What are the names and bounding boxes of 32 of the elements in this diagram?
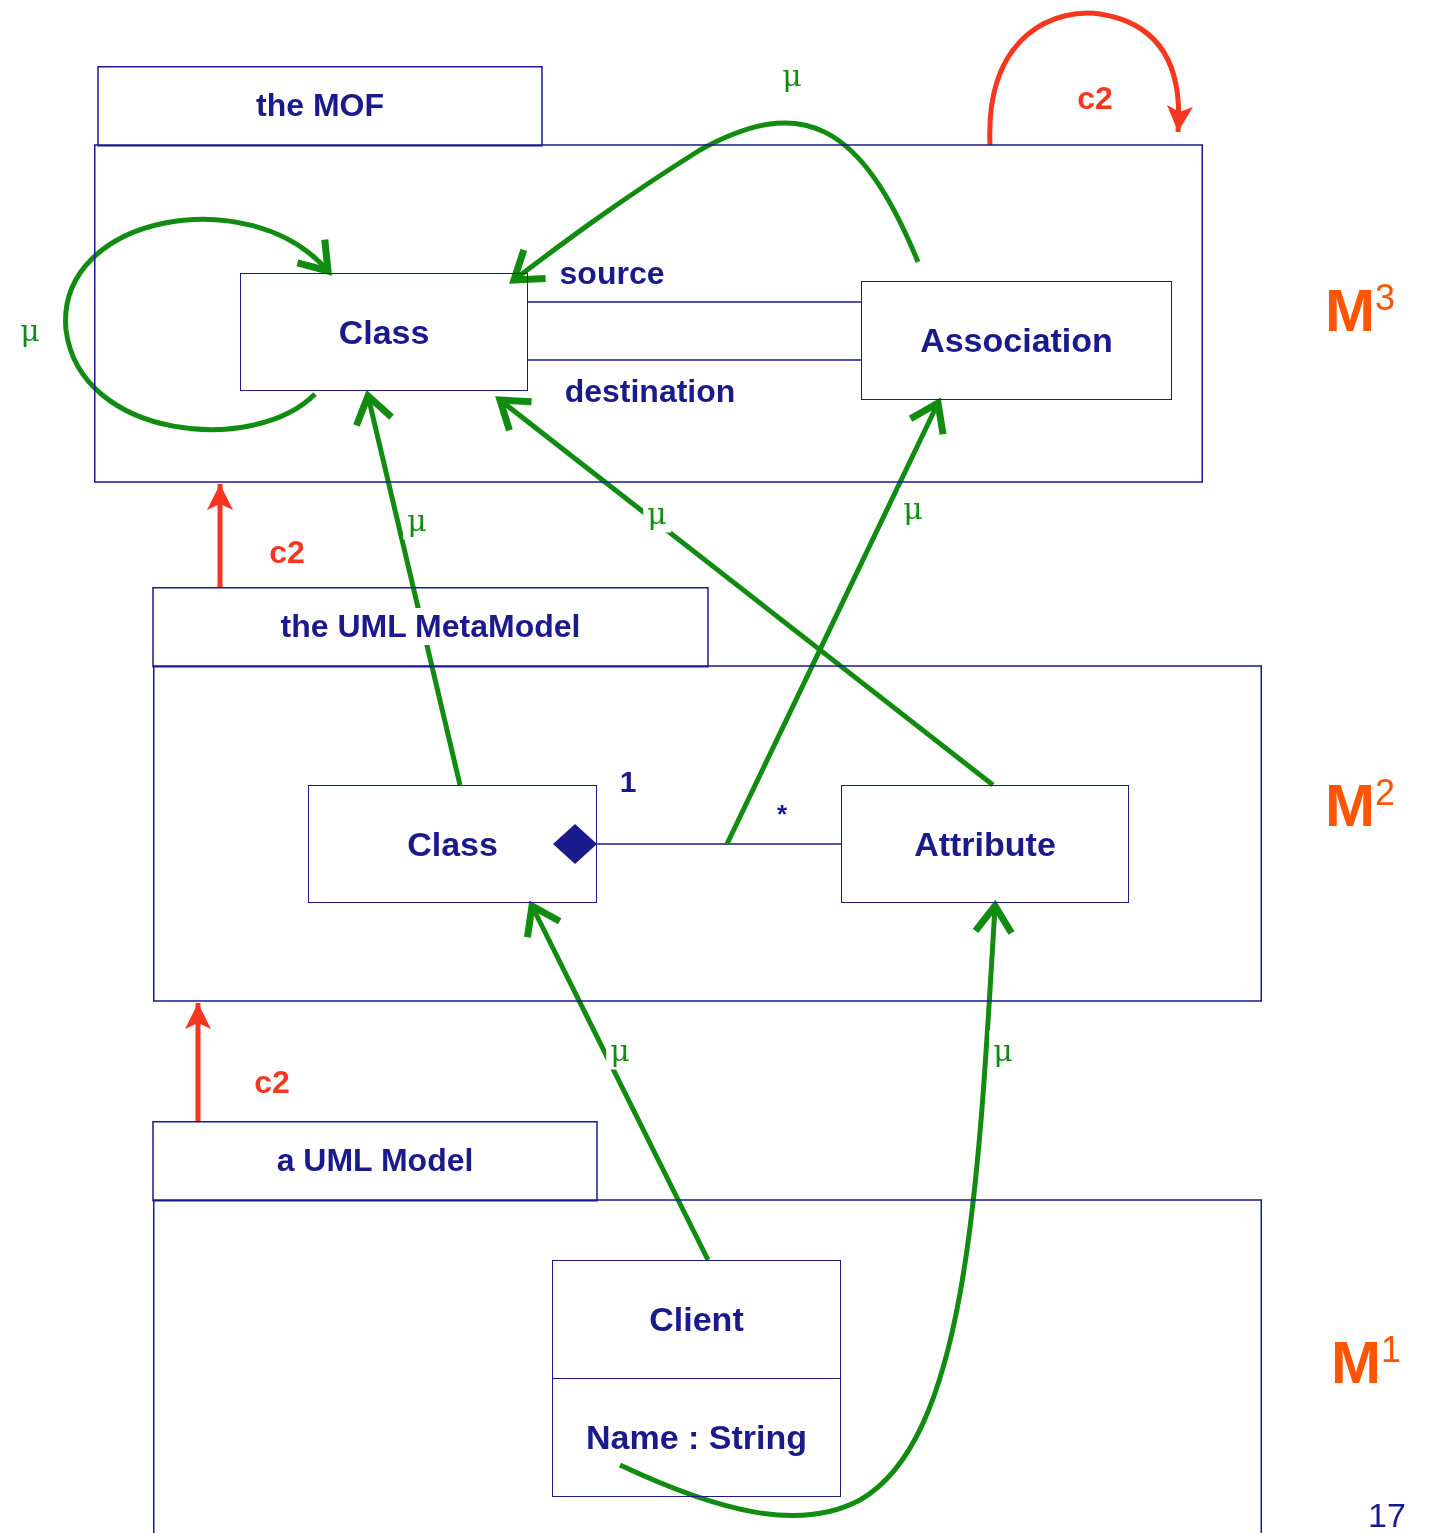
- arrow: [510, 120, 921, 284]
- association-line: [527, 359, 862, 361]
- multiplicity: 1: [619, 765, 637, 799]
- attribute-text: Name : String: [585, 1418, 807, 1457]
- multiplicity: *: [776, 798, 788, 830]
- class-box: [308, 785, 597, 903]
- arrow: [618, 902, 1015, 1518]
- composition-line: [553, 824, 842, 864]
- arrow: [352, 392, 463, 786]
- arrow: [496, 396, 995, 787]
- class-box: [552, 1260, 841, 1497]
- arrow: [724, 399, 947, 846]
- class-box: [240, 273, 528, 391]
- arrow: [523, 902, 711, 1262]
- class-box: [861, 281, 1172, 400]
- level-label: M$^{2}$: [1325, 770, 1395, 840]
- package: [153, 587, 1262, 1001]
- class-name: Client: [649, 1300, 744, 1339]
- class-name: Class: [338, 312, 430, 352]
- arrow: [207, 484, 233, 587]
- package: [153, 1121, 1262, 1533]
- class-name: Class: [407, 824, 498, 864]
- level-label: M$^{3}$: [1325, 275, 1395, 345]
- arrow: [63, 217, 332, 432]
- arrow: [185, 1003, 211, 1121]
- page-number: 17: [1368, 1495, 1406, 1533]
- class-box: [841, 785, 1129, 903]
- level-label: M$^{1}$: [1331, 1327, 1401, 1397]
- arrow: [987, 10, 1193, 146]
- class-name: Association: [920, 321, 1113, 360]
- association-line: [527, 301, 862, 303]
- class-name: Attribute: [914, 824, 1056, 864]
